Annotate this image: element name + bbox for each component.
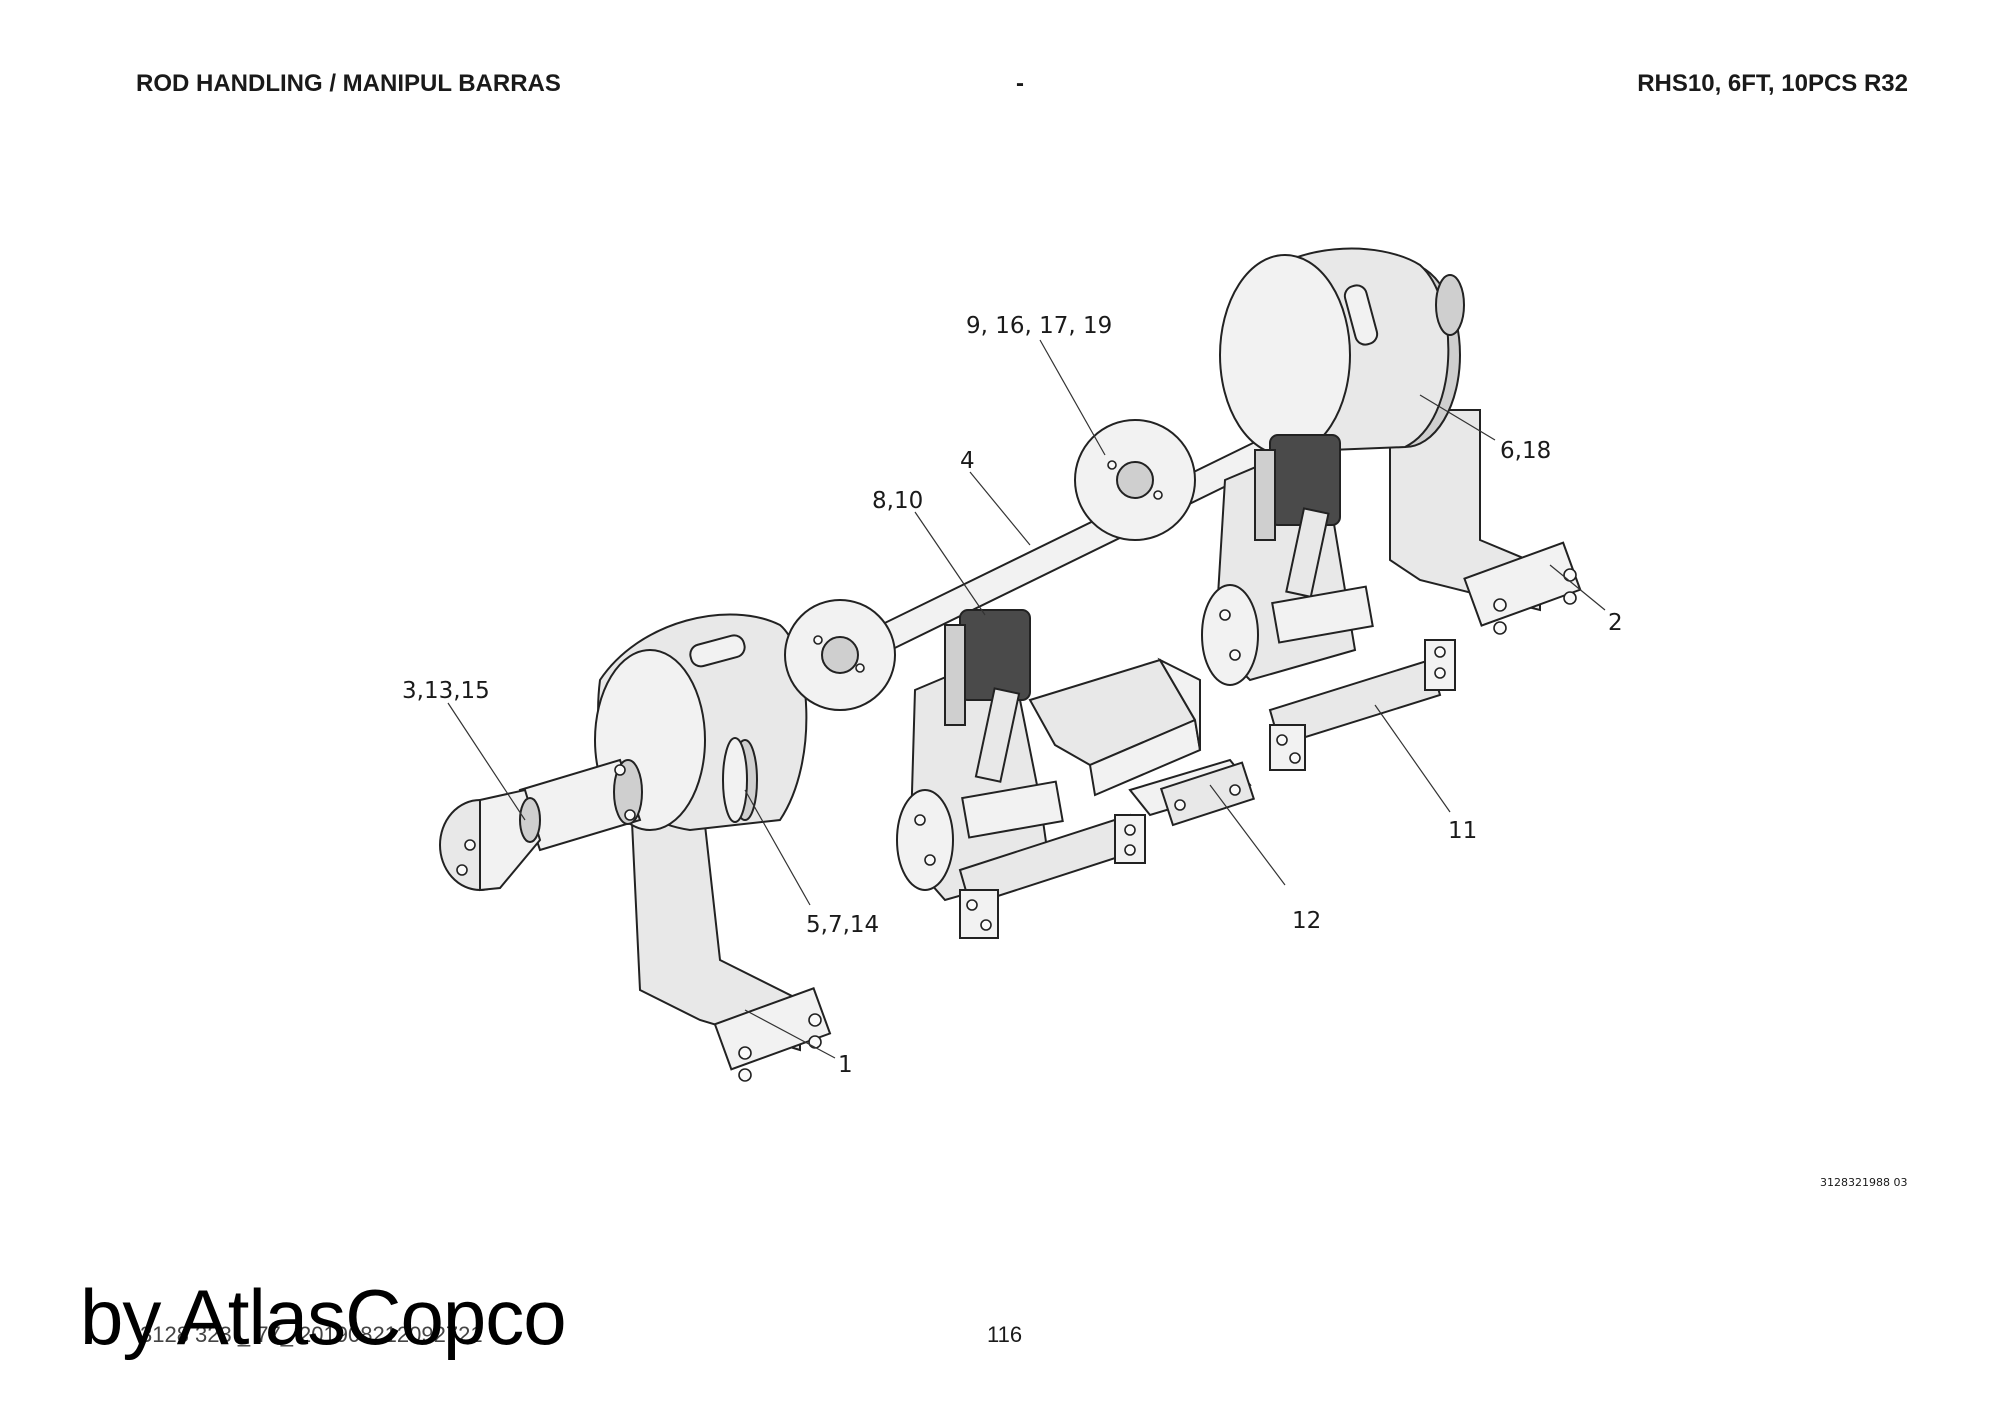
frame-rail-left — [958, 813, 1146, 939]
callout-12: 12 — [1292, 908, 1321, 934]
callout-5-7-14: 5,7,14 — [806, 912, 879, 938]
callout-4: 4 — [960, 448, 975, 474]
frame-rail-right — [1268, 639, 1456, 771]
leader-1 — [744, 1009, 836, 1059]
callout-9-16-17-19: 9, 16, 17, 19 — [966, 313, 1112, 339]
callout-3-13-15: 3,13,15 — [402, 678, 490, 704]
left-drum-assembly — [439, 613, 832, 1082]
callout-11: 11 — [1448, 818, 1477, 844]
leader-6-18 — [1419, 394, 1496, 441]
sprocket-right — [1074, 419, 1196, 541]
left-gripper-unit — [896, 609, 1064, 902]
leader-9-16-17-19 — [1039, 339, 1106, 456]
page-number: 116 — [987, 1322, 1023, 1347]
callout-1: 1 — [838, 1052, 853, 1078]
callout-8-10: 8,10 — [872, 488, 923, 514]
right-gripper-unit — [1201, 434, 1374, 686]
leader-3-13-15 — [447, 702, 526, 821]
leader-5-7-14 — [744, 789, 811, 906]
callout-6-18: 6,18 — [1500, 438, 1551, 464]
header-title: ROD HANDLING / MANIPUL BARRAS — [136, 70, 561, 97]
leader-8-10 — [914, 511, 986, 616]
leader-2 — [1549, 564, 1606, 611]
footer-document-code: 3128 323 _ 77_ 201908212092721 — [140, 1322, 483, 1347]
valve-block — [1028, 657, 1202, 797]
header-model: RHS10, 6FT, 10PCS R32 — [1637, 70, 1908, 97]
right-drum-assembly — [1219, 247, 1582, 635]
callout-2: 2 — [1608, 610, 1623, 636]
header-separator: - — [1016, 70, 1024, 97]
drawing-number: 3128321988 03 — [1820, 1176, 1908, 1189]
watermark: by AtlasCopco — [80, 1273, 567, 1361]
cross-frame — [1128, 758, 1256, 827]
leader-11 — [1374, 704, 1451, 813]
leader-12 — [1209, 784, 1286, 886]
sprocket-left — [784, 599, 896, 711]
leader-4 — [969, 471, 1031, 546]
